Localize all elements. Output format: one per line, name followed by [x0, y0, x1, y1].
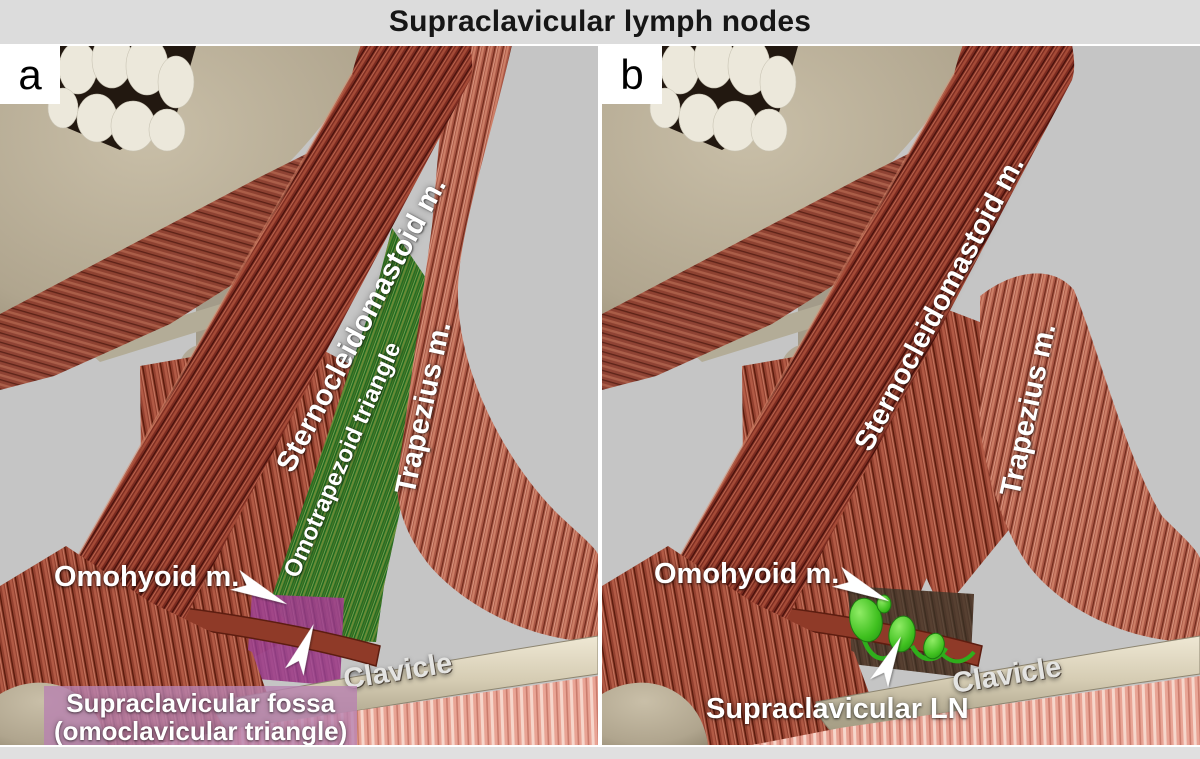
footer-strip: [0, 745, 1200, 759]
panel-b-badge: b: [602, 46, 662, 104]
anatomy-illustration-b: [602, 46, 1200, 745]
trapezius-muscle: [980, 273, 1200, 643]
panel-b: b Sternocleidomastoid m. Trapezius m. Om…: [602, 46, 1200, 745]
figure-title: Supraclavicular lymph nodes: [388, 5, 812, 38]
label-omohyoid-a: Omohyoid m.: [54, 561, 240, 593]
label-supraclavicular-ln: Supraclavicular LN: [706, 693, 969, 725]
omotrapezoid-triangle-highlight: [270, 228, 441, 642]
panel-a: a Sternocleidomastoid m. Omotrapezoid tr…: [0, 46, 598, 745]
label-omohyoid-b: Omohyoid m.: [654, 558, 840, 590]
figure-title-bar: Supraclavicular lymph nodes: [0, 0, 1200, 46]
fossa-arrow: [284, 623, 314, 676]
label-supraclavicular-fossa: Supraclavicular fossa (omoclavicular tri…: [44, 686, 358, 745]
suprahyoid-muscles: [0, 142, 368, 390]
panel-a-badge: a: [0, 46, 60, 104]
sternum-bone: [602, 682, 708, 745]
supraclavicular-lymph-nodes: [849, 594, 976, 664]
lymph-node-arrow: [869, 636, 901, 688]
panels-row: a Sternocleidomastoid m. Omotrapezoid tr…: [0, 46, 1200, 745]
omohyoid-arrow-a: [230, 569, 288, 605]
pectoral-muscle: [752, 676, 1200, 745]
suprahyoid-muscles: [602, 142, 970, 390]
anatomy-illustration-a: [0, 46, 598, 745]
fossa-line1: Supraclavicular fossa: [66, 688, 336, 718]
omohyoid-arrow-b: [832, 566, 890, 602]
fossa-line2: (omoclavicular triangle): [54, 715, 348, 745]
trapezius-muscle: [397, 46, 598, 642]
